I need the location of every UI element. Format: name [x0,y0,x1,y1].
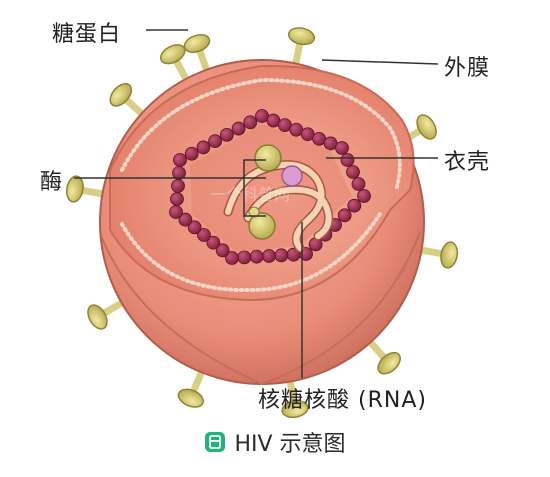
capsid-bead [225,251,239,265]
capsid-bead [337,208,352,223]
leader-lines [74,29,439,378]
label-enzyme: 酶 [40,170,64,195]
membrane-dots-lower [120,212,382,293]
rna-strands-fill [225,161,332,251]
capsid-bead [231,121,246,136]
spike-knob [109,83,133,107]
capsid-bead [178,212,193,227]
capsid-bead [196,140,211,155]
capsid-bead [173,153,187,167]
enzyme-bottom [248,212,276,240]
capsid-bead [172,166,186,180]
capsid-bead [219,127,234,142]
capsid-bead [357,189,371,203]
membrane-dots [120,77,402,192]
capsid-bead [351,177,366,191]
capsid-bead [346,165,360,179]
label-capsid: 衣壳 [444,150,491,175]
capsid-bead [340,153,355,167]
enzyme-small [248,206,260,218]
label-envelope: 外膜 [444,56,491,81]
app-logo-icon [205,432,226,452]
spike-knob [183,33,211,53]
capsid-bead [184,146,199,161]
envelope-lower-rim [101,231,421,386]
glycoprotein-spikes [65,27,459,419]
figure-caption: HIV 示意图 [0,426,550,458]
capsid-bead [206,235,221,250]
spike-knob [281,400,309,419]
label-glycoprotein: 糖蛋白 [52,22,122,47]
capsid-bead [249,249,264,264]
capsid-bead [347,198,362,213]
caption-text: HIV 示意图 [234,432,346,457]
spike-knob [416,114,437,140]
spike-knob [65,175,84,203]
spike-knob [177,388,204,408]
capsid-bead [171,179,185,193]
spike-knob [159,44,186,65]
spike-knob [87,304,108,330]
spike-knob [287,27,316,46]
capsid-bead [274,248,289,263]
enzyme-purple [281,165,303,187]
enzyme-top [254,144,282,172]
capsid-bead [169,205,183,219]
spike-knob [440,241,459,269]
capsid-bead [208,134,223,149]
label-rna: 核糖核酸 (RNA) [258,388,427,413]
capsid-bead [243,115,258,130]
capsid-bead [187,220,202,235]
capsid-bead [197,228,211,242]
capsid-bead [170,192,184,206]
capsid-bead [215,243,230,258]
capsid-bead [335,141,349,155]
spike-knob [377,351,401,375]
capsid-bead [237,250,252,265]
capsid-bead [262,249,276,263]
watermark: 一个科普网 [210,185,290,204]
